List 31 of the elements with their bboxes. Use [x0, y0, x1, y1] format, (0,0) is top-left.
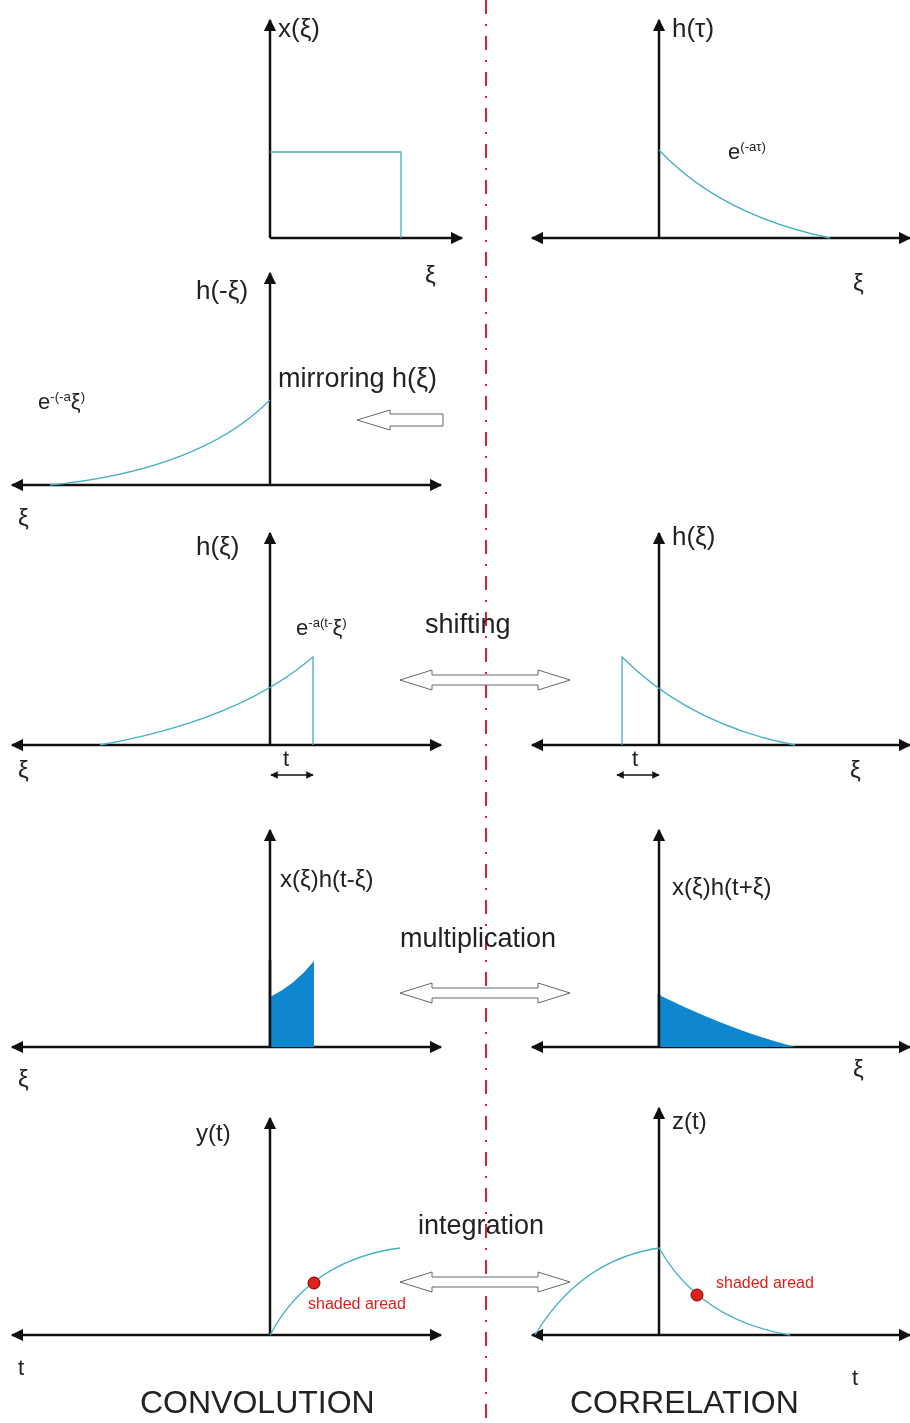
annotation: shaded aread — [716, 1274, 814, 1292]
axis-label: ξ — [853, 270, 864, 297]
axis-label: y(t) — [196, 1120, 231, 1147]
dimension-label: t — [283, 747, 290, 772]
dimension-label: t — [632, 747, 639, 772]
axis-label: ξ — [18, 757, 29, 784]
axis-label: h(ξ) — [672, 522, 716, 551]
panel-title: CONVOLUTION — [140, 1385, 375, 1421]
formula-label: e$^{(-aτ)}$ — [728, 140, 766, 165]
step-label: multiplication — [400, 924, 557, 954]
annotation: shaded aread — [308, 1295, 406, 1313]
axis-label: ξ — [850, 757, 861, 784]
step-label: mirroring h(ξ) — [278, 364, 438, 394]
axis-label: t — [852, 1366, 859, 1391]
axis-label: ξ — [18, 505, 29, 532]
formula-label: e$^{-a(t-}$ξ$^{)}$ — [296, 616, 347, 641]
axis-label: ξ — [425, 262, 436, 289]
formula-label: e$^{-(-a}$ξ$^{)}$ — [38, 390, 86, 415]
step-label: integration — [418, 1211, 545, 1241]
function-label: x(ξ)h(t-ξ) — [280, 866, 374, 893]
panel-title: CORRELATION — [570, 1385, 799, 1421]
axis-label: ξ — [18, 1066, 29, 1093]
axis-label: x(ξ) — [278, 14, 320, 43]
axis-label: t — [18, 1356, 25, 1381]
axis-label: z(t) — [672, 1108, 707, 1135]
axis-label: h(ξ) — [196, 532, 240, 561]
function-label: x(ξ)h(t+ξ) — [672, 874, 772, 901]
axis-label: h(τ) — [672, 14, 715, 43]
step-label: shifting — [425, 610, 511, 640]
axis-label: ξ — [853, 1056, 864, 1083]
axis-label: h(-ξ) — [196, 276, 249, 305]
